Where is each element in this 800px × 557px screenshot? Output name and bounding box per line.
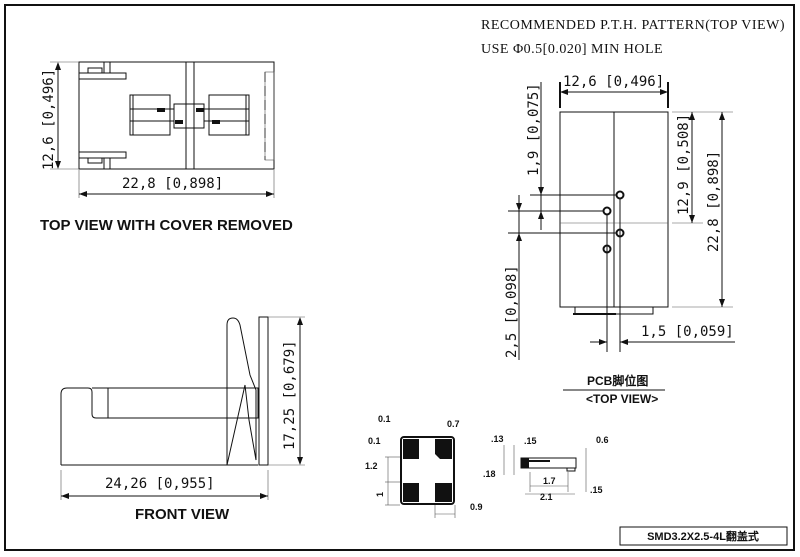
pcb-offset-dim: 1,9 [0,075] <box>526 83 542 176</box>
smd-top-dim-2: 0.7 <box>447 419 460 429</box>
smd-side-detail: 1.7 2.1 .13 .15 .18 0.6 .15 <box>483 434 609 502</box>
front-view-drawing: 17,25 [0,679] 24,26 [0,955] <box>60 316 305 500</box>
top-view-title: TOP VIEW WITH COVER REMOVED <box>40 217 293 234</box>
smd-side-dim-7: .15 <box>590 485 603 495</box>
smd-top-dim-3: 0.1 <box>368 436 381 446</box>
front-view-width-dim: 24,26 [0,955] <box>105 476 215 492</box>
smd-top-dim-6: 0.9 <box>470 502 483 512</box>
hole <box>615 190 625 200</box>
smd-side-dim-1: .13 <box>491 434 504 444</box>
title-block-label: SMD3.2X2.5-4L翻盖式 <box>647 529 759 543</box>
header-line-1: RECOMMENDED P.T.H. PATTERN(TOP VIEW) <box>481 18 785 33</box>
smd-top-dim-5: 1 <box>375 492 385 497</box>
pcb-col-dim: 1,5 [0,059] <box>641 324 734 340</box>
front-view-title: FRONT VIEW <box>135 506 230 523</box>
front-view-height-dim: 17,25 [0,679] <box>282 340 298 450</box>
pcb-pitch-dim: 2,5 [0,098] <box>504 265 520 358</box>
pcb-title: PCB脚位图 <box>587 373 648 388</box>
sheet-border <box>4 4 795 551</box>
top-view-width-dim: 22,8 [0,898] <box>122 176 223 192</box>
smd-side-dim-3: .18 <box>483 469 496 479</box>
smd-side-dim-5: 2.1 <box>540 492 553 502</box>
top-view-drawing: 12,6 [0,496] 22,8 [0,898] <box>41 61 275 198</box>
smd-top-detail: 0.1 0.7 0.1 1.2 1 0.9 <box>365 414 483 518</box>
smd-side-dim-2: .15 <box>524 436 537 446</box>
pcb-mid-dim: 12,9 [0,508] <box>676 114 692 215</box>
pcb-width-dim: 12,6 [0,496] <box>563 74 664 90</box>
hole <box>602 206 612 216</box>
pcb-pattern-drawing: 12,6 [0,496] 1,9 [0,075] 2,5 [0,098] 12,… <box>504 74 735 406</box>
smd-top-dim-1: 0.1 <box>378 414 391 424</box>
top-view-height-dim: 12,6 [0,496] <box>41 69 57 170</box>
smd-side-dim-6: 0.6 <box>596 435 609 445</box>
smd-top-dim-4: 1.2 <box>365 461 378 471</box>
header-line-2: USE Φ0.5[0.020] MIN HOLE <box>481 42 663 57</box>
pcb-length-dim: 22,8 [0,898] <box>706 151 722 252</box>
title-block <box>619 526 788 546</box>
smd-side-dim-4: 1.7 <box>543 476 556 486</box>
pcb-subtitle: <TOP VIEW> <box>586 392 658 406</box>
